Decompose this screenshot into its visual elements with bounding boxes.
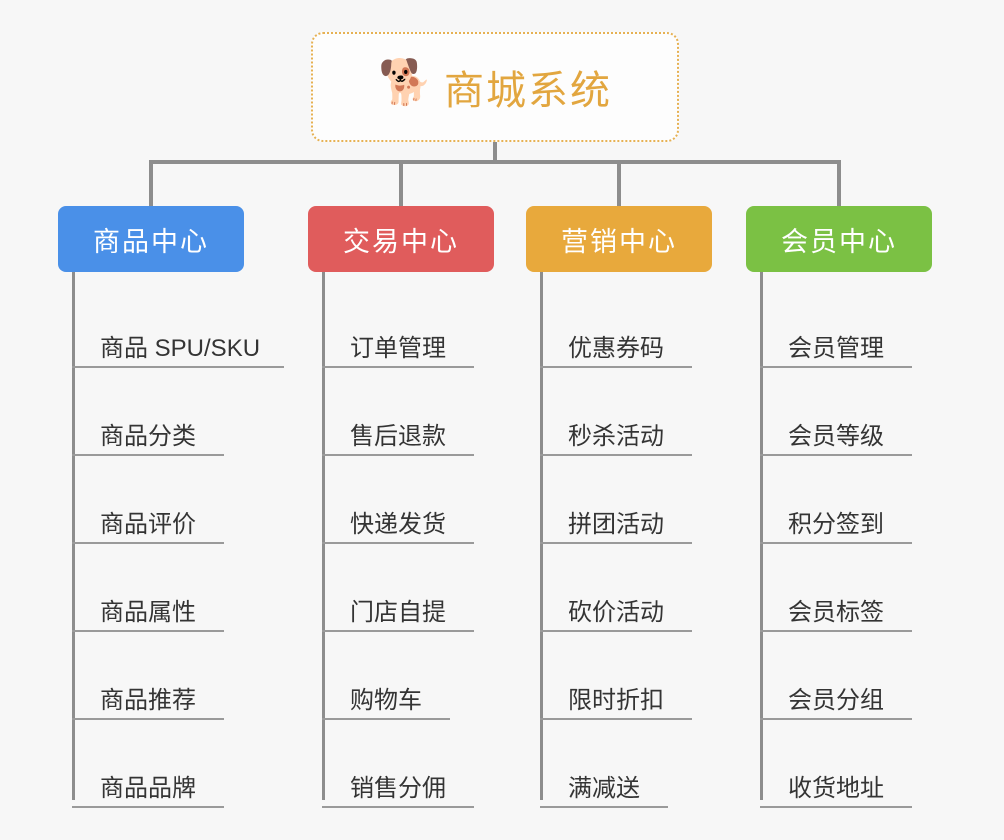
leaf-item-label: 销售分佣 — [350, 774, 446, 802]
leaf-item-underline — [322, 454, 474, 456]
leaf-item-label: 商品 SPU/SKU — [100, 334, 261, 362]
branch-header-marketing-center[interactable]: 营销中心 — [526, 206, 712, 272]
leaf-item[interactable]: 销售分佣 — [308, 720, 494, 808]
leaf-item-underline — [760, 718, 912, 720]
leaf-item[interactable]: 商品品牌 — [58, 720, 244, 808]
leaf-item-underline — [540, 454, 692, 456]
leaf-item-underline — [760, 366, 912, 368]
leaf-item-label: 积分签到 — [788, 510, 884, 538]
leaf-list-trade-center: 订单管理售后退款快递发货门店自提购物车销售分佣 — [308, 272, 494, 808]
leaf-item[interactable]: 门店自提 — [308, 544, 494, 632]
leaf-item-underline — [760, 806, 912, 808]
leaf-item-label: 会员分组 — [788, 686, 884, 714]
leaf-item-label: 售后退款 — [350, 422, 446, 450]
root-title: 商城系统 — [444, 69, 612, 113]
leaf-item-underline — [72, 542, 224, 544]
shiba-dog-icon: 🐕 — [378, 58, 433, 107]
leaf-item-label: 秒杀活动 — [568, 422, 664, 450]
root-node[interactable]: 🐕 商城系统 — [311, 32, 679, 142]
leaf-item[interactable]: 商品分类 — [58, 368, 244, 456]
leaf-item-underline — [760, 630, 912, 632]
leaf-item[interactable]: 优惠券码 — [526, 280, 712, 368]
connector-spine-member-center — [760, 272, 763, 800]
leaf-item[interactable]: 会员管理 — [746, 280, 932, 368]
leaf-item[interactable]: 砍价活动 — [526, 544, 712, 632]
branch-product-center: 商品中心商品 SPU/SKU 商品分类商品评价商品属性商品推荐商品品牌 — [58, 206, 284, 808]
leaf-item-label: 优惠券码 — [568, 334, 664, 362]
leaf-item-underline — [540, 542, 692, 544]
branch-header-trade-center[interactable]: 交易中心 — [308, 206, 494, 272]
leaf-item[interactable]: 会员标签 — [746, 544, 932, 632]
leaf-item[interactable]: 收货地址 — [746, 720, 932, 808]
leaf-item-label: 快递发货 — [350, 510, 446, 538]
connector-drop-marketing-center — [617, 160, 621, 206]
leaf-item[interactable]: 会员等级 — [746, 368, 932, 456]
leaf-item-label: 购物车 — [350, 686, 422, 714]
connector-drop-product-center — [149, 160, 153, 206]
leaf-item-underline — [72, 454, 224, 456]
leaf-item[interactable]: 满减送 — [526, 720, 712, 808]
leaf-item-label: 门店自提 — [350, 598, 446, 626]
leaf-item-label: 商品分类 — [100, 422, 196, 450]
branch-header-member-center[interactable]: 会员中心 — [746, 206, 932, 272]
leaf-item-underline — [322, 806, 474, 808]
leaf-item[interactable]: 订单管理 — [308, 280, 494, 368]
leaf-item-label: 限时折扣 — [568, 686, 664, 714]
leaf-item-label: 会员等级 — [788, 422, 884, 450]
leaf-item-underline — [540, 806, 668, 808]
leaf-item-underline — [540, 366, 692, 368]
leaf-item-underline — [540, 630, 692, 632]
leaf-item-label: 会员管理 — [788, 334, 884, 362]
leaf-item[interactable]: 快递发货 — [308, 456, 494, 544]
leaf-item-label: 砍价活动 — [568, 598, 664, 626]
leaf-item[interactable]: 售后退款 — [308, 368, 494, 456]
leaf-item-underline — [540, 718, 692, 720]
leaf-item-label: 会员标签 — [788, 598, 884, 626]
leaf-item[interactable]: 积分签到 — [746, 456, 932, 544]
connector-spine-marketing-center — [540, 272, 543, 800]
leaf-item[interactable]: 秒杀活动 — [526, 368, 712, 456]
leaf-list-marketing-center: 优惠券码秒杀活动拼团活动砍价活动限时折扣满减送 — [526, 272, 712, 808]
branch-member-center: 会员中心会员管理会员等级积分签到会员标签会员分组收货地址 — [746, 206, 932, 808]
leaf-item-label: 拼团活动 — [568, 510, 664, 538]
connector-root-stem — [493, 142, 497, 162]
leaf-item-label: 商品属性 — [100, 598, 196, 626]
leaf-item-label: 商品推荐 — [100, 686, 196, 714]
leaf-item-underline — [72, 366, 284, 368]
branch-trade-center: 交易中心订单管理售后退款快递发货门店自提购物车销售分佣 — [308, 206, 494, 808]
leaf-item-label: 满减送 — [568, 774, 640, 802]
leaf-item-underline — [322, 366, 474, 368]
leaf-item[interactable]: 商品属性 — [58, 544, 244, 632]
leaf-item[interactable]: 会员分组 — [746, 632, 932, 720]
connector-horizontal-bus — [149, 160, 841, 164]
leaf-item[interactable]: 购物车 — [308, 632, 494, 720]
leaf-item-underline — [760, 454, 912, 456]
leaf-item-label: 商品品牌 — [100, 774, 196, 802]
connector-drop-member-center — [837, 160, 841, 206]
branch-header-product-center[interactable]: 商品中心 — [58, 206, 244, 272]
leaf-item[interactable]: 商品评价 — [58, 456, 244, 544]
leaf-item-label: 收货地址 — [788, 774, 884, 802]
leaf-item-label: 商品评价 — [100, 510, 196, 538]
leaf-item-underline — [322, 718, 450, 720]
leaf-item-underline — [322, 630, 474, 632]
leaf-item-underline — [72, 806, 224, 808]
branch-marketing-center: 营销中心优惠券码秒杀活动拼团活动砍价活动限时折扣满减送 — [526, 206, 712, 808]
connector-drop-trade-center — [399, 160, 403, 206]
leaf-item[interactable]: 拼团活动 — [526, 456, 712, 544]
leaf-item-underline — [322, 542, 474, 544]
connector-spine-trade-center — [322, 272, 325, 800]
leaf-item-underline — [72, 718, 224, 720]
leaf-item[interactable]: 限时折扣 — [526, 632, 712, 720]
leaf-item-underline — [72, 630, 224, 632]
leaf-list-member-center: 会员管理会员等级积分签到会员标签会员分组收货地址 — [746, 272, 932, 808]
leaf-item[interactable]: 商品推荐 — [58, 632, 244, 720]
leaf-item[interactable]: 商品 SPU/SKU — [58, 280, 284, 368]
leaf-list-product-center: 商品 SPU/SKU 商品分类商品评价商品属性商品推荐商品品牌 — [58, 272, 284, 808]
leaf-item-label: 订单管理 — [350, 334, 446, 362]
leaf-item-underline — [760, 542, 912, 544]
connector-spine-product-center — [72, 272, 75, 800]
